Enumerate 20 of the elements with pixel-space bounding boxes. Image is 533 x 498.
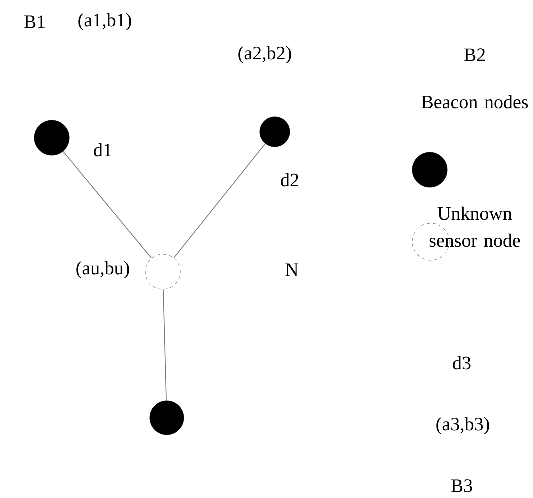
label: B3: [451, 480, 472, 492]
legend-text: Beacon nodes: [422, 95, 528, 109]
label: d1: [94, 143, 112, 157]
node-label: (au,bu): [76, 261, 130, 279]
label: N: [286, 264, 298, 276]
beacon-dot: [150, 400, 184, 436]
legend-text: Unknown sensor node: [430, 206, 520, 248]
label: (a1,b1): [78, 13, 132, 31]
sensor-circle: [145, 254, 181, 290]
beacon-dot: [260, 116, 290, 148]
connector-line: [163, 289, 167, 402]
connector-line: [62, 151, 152, 259]
label: (a3,b3): [436, 417, 490, 435]
label: d3: [453, 356, 471, 370]
beacon-dot: [34, 120, 70, 156]
connector-line: [174, 143, 266, 259]
label: B1: [24, 16, 45, 28]
label: d2: [281, 173, 298, 187]
label: B2: [464, 48, 486, 62]
label: (a2,b2): [238, 46, 292, 64]
